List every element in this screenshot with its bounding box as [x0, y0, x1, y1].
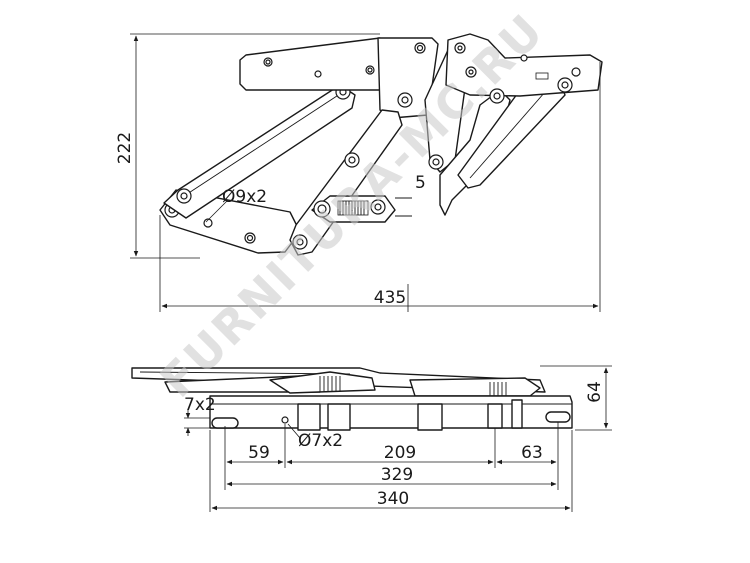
slot-label: 7x2 — [184, 395, 216, 415]
hole-callout-top: Ø9x2 — [205, 187, 267, 223]
side-view: 64 7x2 Ø7x2 59 209 63 — [131, 365, 612, 512]
hole-label-top: Ø9x2 — [222, 187, 267, 207]
dim-209-label: 209 — [384, 443, 416, 463]
upper-right-plate — [445, 33, 603, 104]
top-view: 222 435 Ø9x2 5 — [115, 33, 603, 312]
center-plate — [377, 37, 439, 119]
dimension-width-top: 435 — [159, 62, 601, 312]
spring-offset-label: 5 — [415, 173, 426, 193]
dim-59-label: 59 — [248, 443, 270, 463]
dimension-height-top: 222 — [115, 33, 380, 259]
dim-329-label: 329 — [381, 465, 413, 485]
dim-340-label: 340 — [377, 489, 409, 509]
dim-63-label: 63 — [521, 443, 543, 463]
dimension-height-side: 64 — [540, 365, 612, 431]
slot-callout: 7x2 — [184, 395, 216, 436]
height-label: 222 — [115, 132, 135, 164]
dimension-chain: 59 209 63 — [224, 422, 559, 468]
middle-link — [289, 109, 403, 256]
side-top-assembly — [131, 367, 546, 397]
spring-icon — [337, 200, 369, 216]
side-height-label: 64 — [585, 381, 605, 403]
width-label: 435 — [374, 288, 406, 308]
dimension-329: 329 — [224, 465, 559, 490]
side-hole-callout: Ø7x2 — [287, 423, 343, 451]
side-base-flange — [209, 395, 573, 431]
main-diagonal-link — [163, 84, 356, 219]
dimension-340: 340 — [209, 430, 573, 512]
side-hole-label: Ø7x2 — [298, 431, 343, 451]
upper-left-plate — [239, 37, 387, 91]
spring-link — [311, 195, 412, 223]
